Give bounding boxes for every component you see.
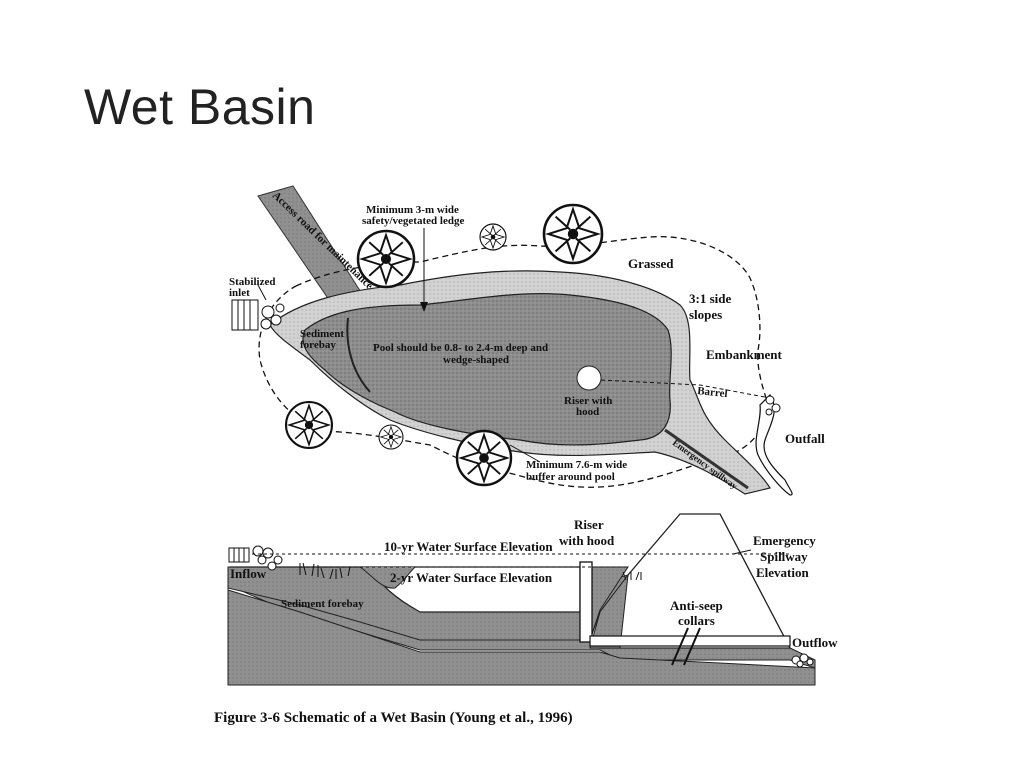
buffer-leader [509, 444, 541, 463]
min-ledge-label-2: safety/vegetated ledge [362, 215, 464, 227]
ledge-arrowhead [420, 302, 428, 312]
inflow-label: Inflow [230, 566, 267, 581]
riser-profile-label-2: with hood [559, 533, 615, 548]
emergency-spillway-elev-label-1: Emergency [753, 533, 816, 548]
emergency-spillway-elev-label-3: Elevation [756, 565, 809, 580]
anti-seep-label-2: collars [678, 613, 715, 628]
profile-view: Riser with hood 10-yr Water Surface Elev… [227, 513, 838, 686]
riser-with-hood [576, 365, 602, 391]
outfall-riprap [765, 395, 781, 416]
side-slopes-label-1: 3:1 side [689, 291, 731, 306]
pool-label-2: wedge-shaped [443, 354, 509, 366]
inlet-leader [257, 284, 267, 301]
barrel-label: Barrel [697, 385, 728, 400]
emergency-spillway-elev-label-2: Spillway [760, 549, 808, 564]
min-ledge-label-1: Minimum 3-m wide [366, 204, 459, 216]
stabilized-inlet-label-2: inlet [229, 287, 250, 299]
stabilized-inlet-label-1: Stabilized [229, 276, 275, 288]
outfall-channel [755, 394, 793, 496]
forebay-berm [346, 317, 371, 393]
emergency-spillway-strip [664, 428, 749, 490]
anti-seep-collar [671, 627, 689, 666]
side-slopes-label-2: slopes [689, 307, 722, 322]
buffer-label-1: Minimum 7.6-m wide [526, 459, 627, 471]
forebay-berm-section [359, 566, 416, 589]
vegetation-marks [299, 562, 642, 581]
outflow-label: Outflow [792, 635, 838, 650]
tree-icon [544, 205, 602, 263]
outfall-label: Outfall [785, 431, 825, 446]
buffer-label-2: buffer around pool [526, 471, 615, 483]
tree-icon [379, 425, 403, 449]
barrel-line [600, 379, 771, 399]
pool-label-1: Pool should be 0.8- to 2.4-m deep and [373, 342, 548, 354]
lower-ground [227, 589, 816, 686]
sediment-forebay-label-2: forebay [300, 339, 336, 351]
slide-title: Wet Basin [84, 79, 316, 135]
anti-seep-label-1: Anti-seep [670, 598, 723, 613]
pool [302, 293, 672, 446]
emergency-leader [732, 549, 752, 555]
barrel-pipe [589, 635, 791, 647]
tree-icon [480, 224, 506, 250]
riser-structure [579, 561, 593, 643]
riser-profile-label-1: Riser [574, 517, 604, 532]
outflow-riprap [791, 653, 814, 668]
plan-view: Access road for maintenance Minimum 3-m … [229, 185, 825, 496]
grassed-label: Grassed [628, 256, 674, 271]
tree-icon [286, 402, 332, 448]
stabilized-inlet [231, 299, 285, 331]
sediment-forebay-label-1: Sediment [300, 328, 344, 340]
two-yr-label: 2-yr Water Surface Elevation [390, 570, 553, 585]
riser-label-1: Riser with [564, 395, 612, 407]
inflow-structure [228, 545, 283, 571]
embankment-core [589, 573, 629, 649]
figure-caption: Figure 3-6 Schematic of a Wet Basin (You… [214, 710, 573, 726]
embankment-label: Embankment [706, 347, 783, 362]
sediment-forebay-profile-label: Sediment forebay [281, 598, 364, 610]
grassed-boundary [258, 235, 771, 488]
tree-icon [457, 431, 511, 485]
anti-seep-collar [683, 627, 701, 666]
riser-label-2: hood [576, 406, 599, 418]
ten-yr-label: 10-yr Water Surface Elevation [384, 539, 553, 554]
